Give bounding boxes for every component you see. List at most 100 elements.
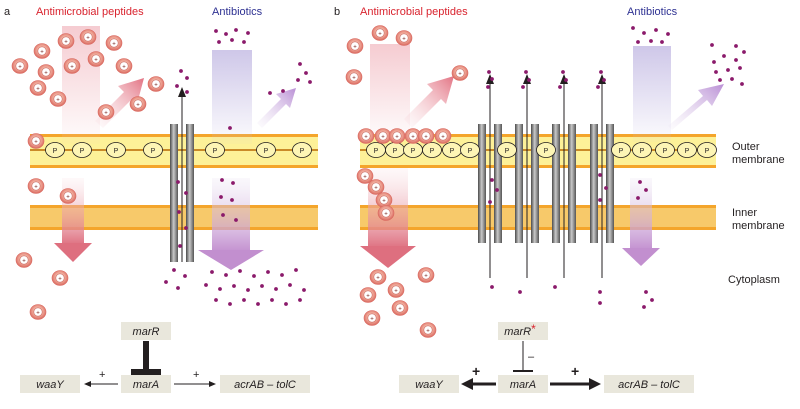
peptide-icon: + [374, 128, 392, 144]
antibiotic-dot [642, 31, 646, 35]
antibiotic-dot [527, 78, 531, 82]
phosphate-icon: P [460, 142, 480, 158]
phosphate-icon: P [611, 142, 631, 158]
pump-strand [478, 124, 486, 243]
antibiotic-dot [224, 273, 228, 277]
peptide-icon: + [49, 91, 67, 107]
antimicrobial-peptides: ++++++++++++++++++++++++++++++++++++++++… [11, 25, 469, 338]
phosphate-icon: P [256, 142, 276, 158]
inner-membrane-label-1: Inner [732, 207, 757, 219]
antibiotic-dot [176, 286, 180, 290]
phosphate-icon: P [536, 142, 556, 158]
waaY-box-b [399, 375, 459, 393]
antibiotic-dot [204, 283, 208, 287]
antibiotic-dot [734, 44, 738, 48]
waaY-label-b: waaY [415, 379, 443, 391]
pump-efflux-arrowhead [486, 74, 494, 84]
antibiotic-dot [234, 218, 238, 222]
peptide-icon: + [97, 104, 115, 120]
abx-influx-arrow-a [212, 50, 252, 144]
antibiotic-dot [602, 78, 606, 82]
antibiotic-dot [177, 210, 181, 214]
antibiotic-dot [296, 78, 300, 82]
peptide-icon: + [105, 35, 123, 51]
phosphate-label: P [705, 148, 710, 155]
antibiotic-dot [304, 71, 308, 75]
efflux-pump [515, 74, 539, 278]
antibiotic-dot [214, 29, 218, 33]
marR-label-a: marR [133, 326, 160, 338]
pump-strand [606, 124, 614, 243]
abx-label-b: Antibiotics [627, 6, 678, 18]
antibiotic-dot [604, 186, 608, 190]
peptide-charge-label: + [378, 31, 382, 37]
plus-right-a: + [193, 369, 199, 381]
antibiotic-dot [636, 40, 640, 44]
peptide-charge-label: + [66, 194, 70, 200]
phosphate-label: P [640, 148, 645, 155]
marA-label-a: marA [133, 379, 159, 391]
peptide-icon: + [387, 282, 405, 298]
antibiotic-dot [238, 269, 242, 273]
peptide-icon: + [345, 69, 363, 85]
peptide-icon: + [356, 168, 374, 184]
antibiotic-dot [712, 60, 716, 64]
pump-strand [568, 124, 576, 243]
antibiotic-dot [553, 285, 557, 289]
peptide-icon: + [79, 29, 97, 45]
antibiotic-dot [185, 76, 189, 80]
antibiotic-dot [518, 290, 522, 294]
phosphate-icon: P [106, 142, 126, 158]
peptide-charge-label: + [441, 134, 445, 140]
peptide-charge-label: + [64, 39, 68, 45]
antibiotic-dot [172, 268, 176, 272]
antibiotic-dot [598, 301, 602, 305]
pump-strand [515, 124, 523, 243]
pump-strand [170, 124, 178, 262]
peptide-charge-label: + [364, 134, 368, 140]
antibiotic-dot [178, 244, 182, 248]
phosphate-label: P [505, 148, 510, 155]
antibiotic-dot [666, 32, 670, 36]
pump-efflux-arrowhead [178, 87, 186, 97]
cytoplasm-label: Cytoplasm [728, 274, 780, 286]
efflux-pumps [170, 74, 614, 278]
antibiotic-dot [642, 305, 646, 309]
outer-membrane-label-1: Outer [732, 141, 760, 153]
peptide-icon: + [27, 178, 45, 194]
antibiotic-dot [185, 90, 189, 94]
peptide-icon: + [419, 322, 437, 338]
antibiotic-dot [268, 91, 272, 95]
antibiotic-dot [228, 126, 232, 130]
antibiotic-dot [183, 274, 187, 278]
antibiotic-dot [490, 178, 494, 182]
antibiotic-dot [486, 85, 490, 89]
peptide-icon: + [33, 43, 51, 59]
phosphate-label: P [213, 148, 218, 155]
peptide-charge-label: + [370, 316, 374, 322]
peptide-charge-label: + [104, 110, 108, 116]
antibiotic-dot [228, 302, 232, 306]
peptide-charge-label: + [34, 184, 38, 190]
amp-repel-arrow-b [404, 76, 454, 128]
antibiotic-dot [654, 28, 658, 32]
peptide-charge-label: + [366, 293, 370, 299]
antibiotic-dot [598, 290, 602, 294]
marR-repression-tee-a [131, 369, 161, 375]
antibiotic-dot [726, 68, 730, 72]
inner-membrane-label-2: membrane [732, 220, 785, 232]
peptide-icon: + [59, 188, 77, 204]
peptide-charge-label: + [395, 134, 399, 140]
antibiotic-dot [490, 285, 494, 289]
peptide-charge-label: + [40, 49, 44, 55]
antibiotic-dot [184, 226, 188, 230]
marR-text-b: marR [504, 326, 531, 338]
antibiotic-dot [281, 89, 285, 93]
peptide-charge-label: + [426, 328, 430, 334]
antibiotic-dot [598, 173, 602, 177]
marA-to-waaY-arrowhead-b [461, 378, 473, 390]
antibiotic-dot [260, 284, 264, 288]
amp-label-a: Antimicrobial peptides [36, 6, 144, 18]
phosphate-label: P [450, 148, 455, 155]
